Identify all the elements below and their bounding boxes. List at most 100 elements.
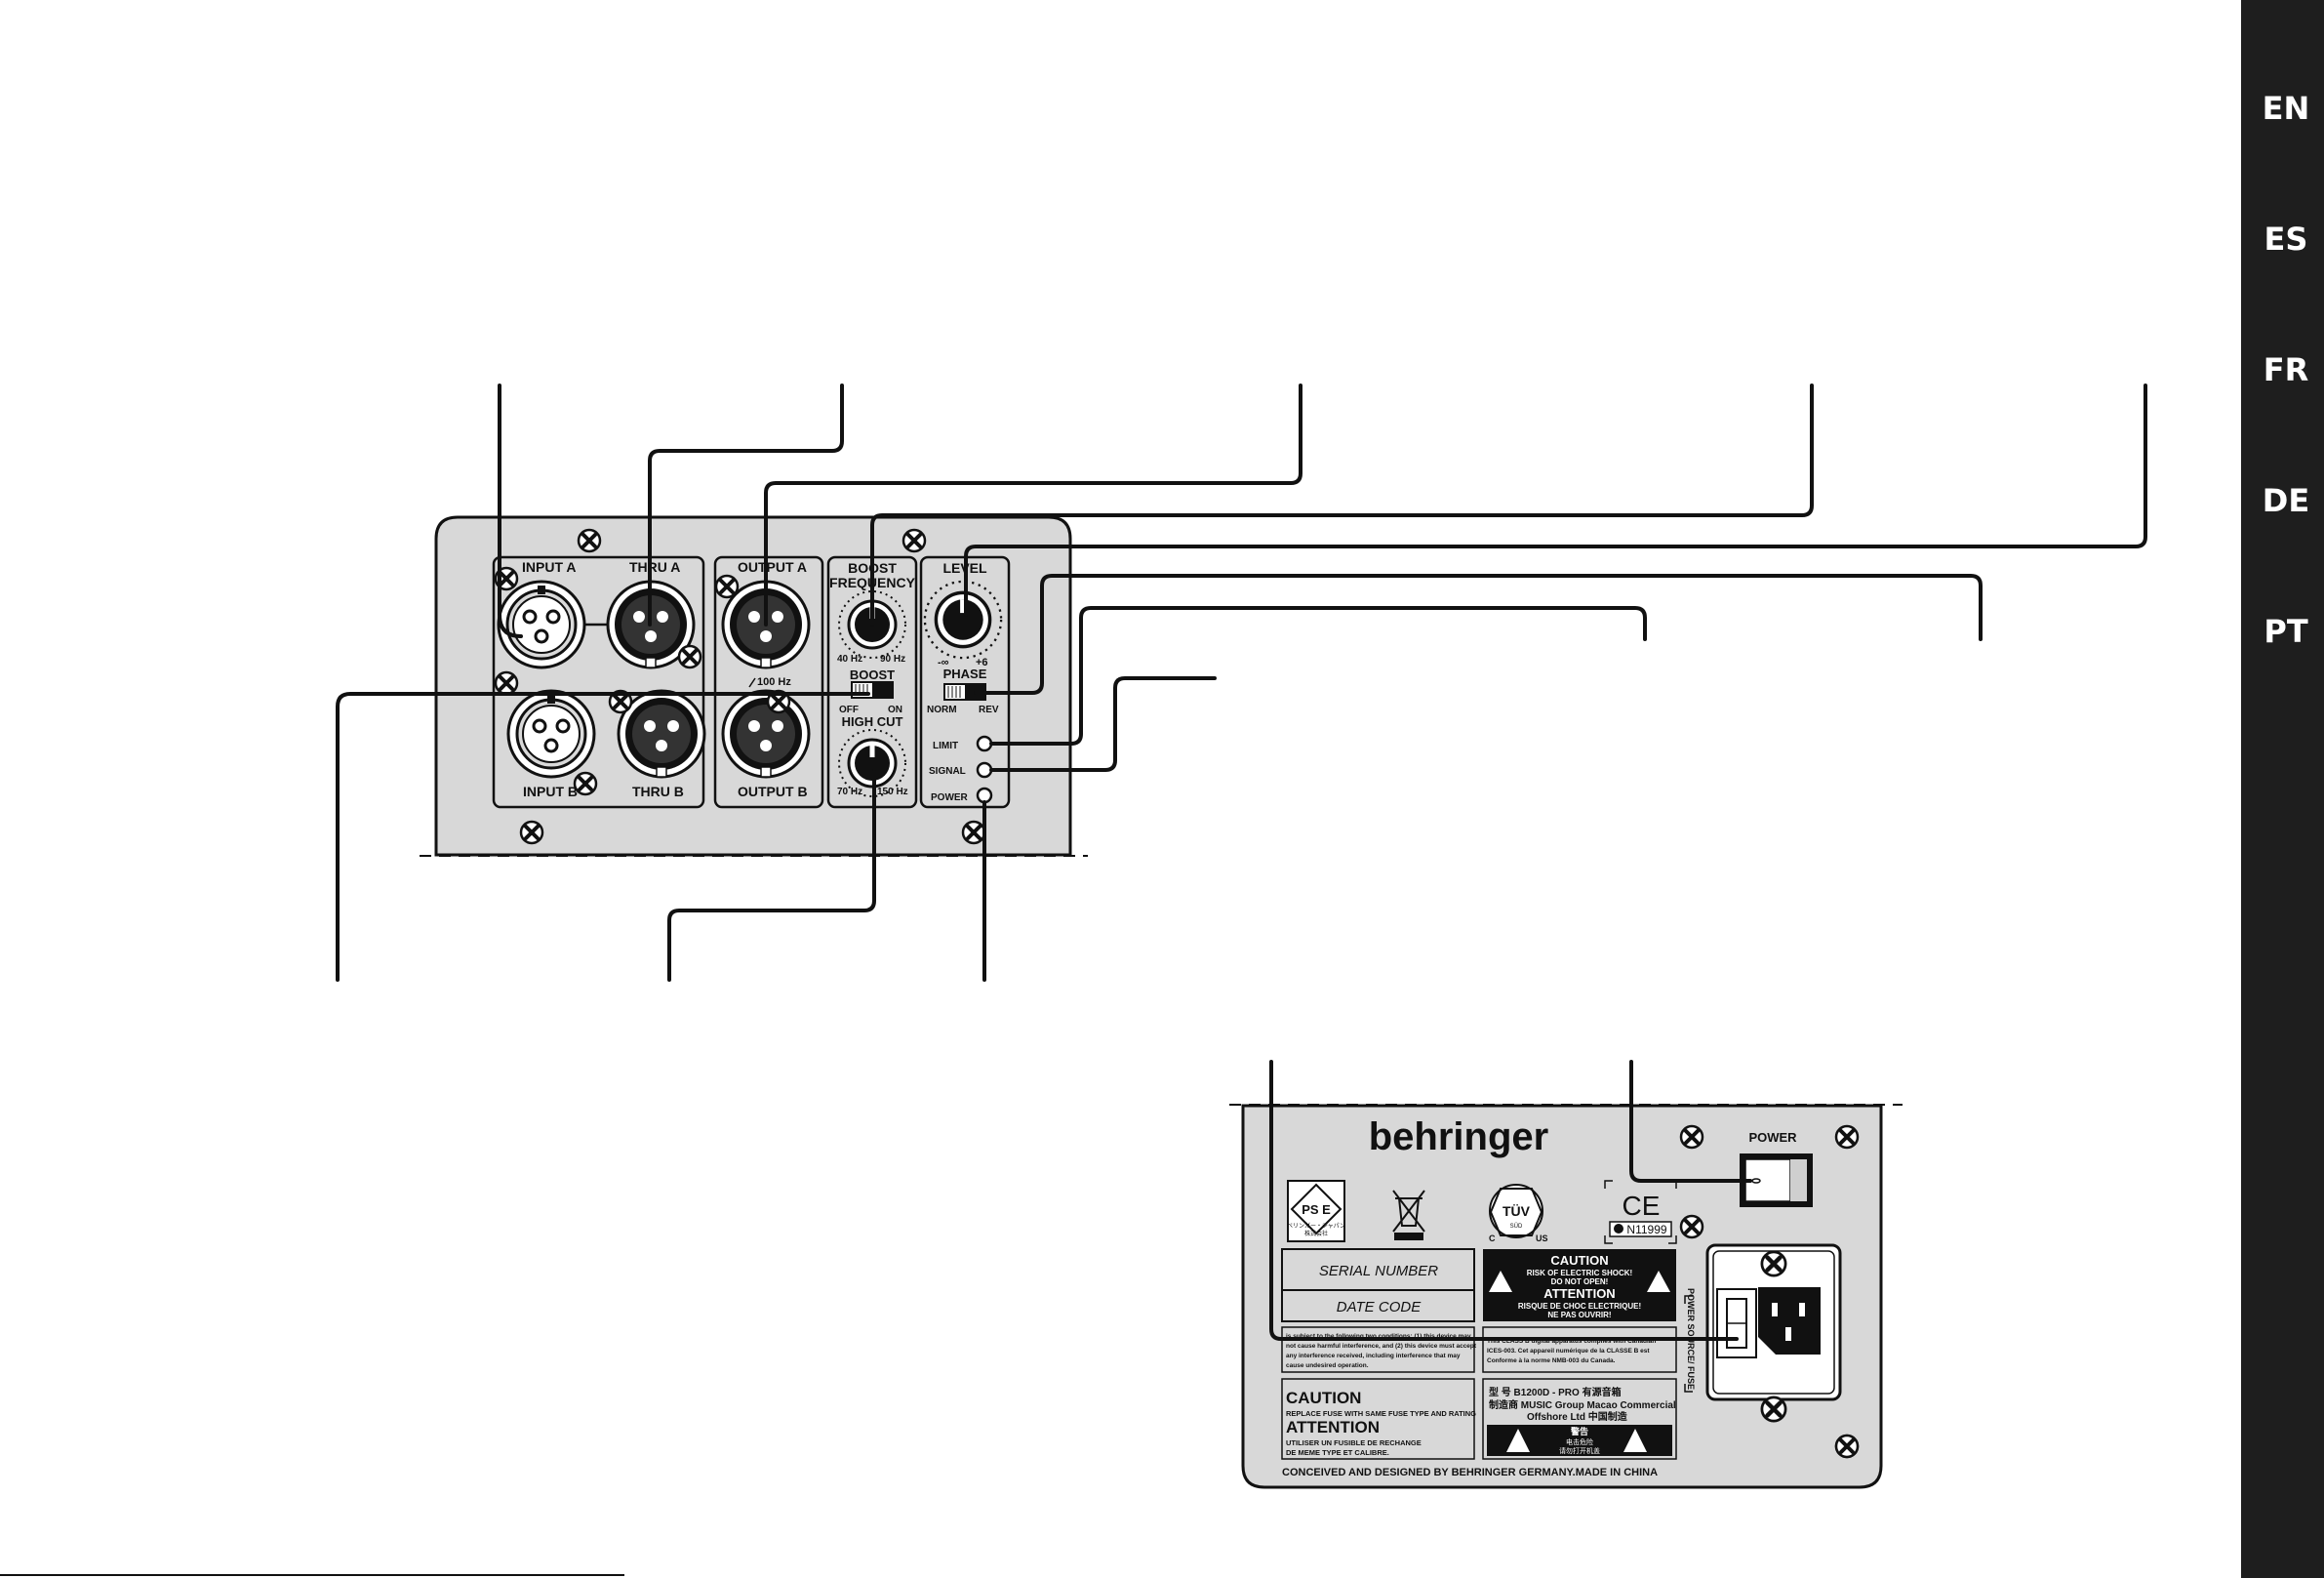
svg-text:型 号 B1200D - PRO 有源音箱: 型 号 B1200D - PRO 有源音箱 <box>1489 1386 1622 1398</box>
language-sidebar: EN ES FR DE PT <box>2241 0 2324 1578</box>
screw-icon <box>902 528 927 553</box>
screw-icon <box>1834 1124 1860 1150</box>
pse-mark: PS E ベリンガー・ジャパン 株式会社 <box>1287 1180 1345 1242</box>
svg-text:is subject to the following tw: is subject to the following two conditio… <box>1286 1333 1471 1340</box>
svg-text:ATTENTION: ATTENTION <box>1543 1286 1615 1301</box>
caution-warning-box: CAUTION RISK OF ELECTRIC SHOCK! DO NOT O… <box>1483 1249 1676 1321</box>
serial-date-box: SERIAL NUMBER DATE CODE <box>1281 1248 1475 1322</box>
fuse-caution-box: CAUTION REPLACE FUSE WITH SAME FUSE TYPE… <box>1281 1378 1476 1460</box>
svg-text:RISK OF ELECTRIC SHOCK!: RISK OF ELECTRIC SHOCK! <box>1527 1269 1632 1277</box>
language-tab-de[interactable]: DE <box>2263 482 2309 519</box>
input-a-jack[interactable] <box>497 580 586 669</box>
phase-switch[interactable] <box>943 683 986 701</box>
callout-thru-a <box>648 384 844 627</box>
svg-text:NE PAS OUVRIR!: NE PAS OUVRIR! <box>1547 1311 1611 1319</box>
screw-icon <box>677 644 702 669</box>
high-cut-title: HIGH CUT <box>842 714 903 729</box>
screw-icon <box>1834 1434 1860 1459</box>
language-tab-es[interactable]: ES <box>2264 221 2308 258</box>
output-b-jack[interactable] <box>721 689 811 779</box>
phase-title: PHASE <box>943 667 987 681</box>
svg-text:PS E: PS E <box>1302 1202 1331 1217</box>
boost-frequency-min: 40 Hz <box>837 654 862 665</box>
screw-icon <box>1762 1397 1785 1421</box>
callout-boost-frequency <box>870 384 1814 627</box>
svg-text:Offshore Ltd 中国制造: Offshore Ltd 中国制造 <box>1527 1410 1628 1423</box>
screw-icon <box>573 771 598 796</box>
svg-text:ATTENTION: ATTENTION <box>1286 1418 1380 1436</box>
power-led <box>976 787 993 804</box>
callout-lines-top <box>336 384 2147 982</box>
input-panel: INPUT A THRU A OUTPUT A INPUT B THRU B O… <box>336 384 2147 982</box>
svg-text:FR: FR <box>2264 351 2309 388</box>
signal-led <box>976 761 993 779</box>
svg-text:RISQUE DE CHOC ELECTRIQUE!: RISQUE DE CHOC ELECTRIQUE! <box>1518 1302 1641 1311</box>
language-tab-en[interactable]: EN <box>2241 78 2324 133</box>
svg-text:ベリンガー・ジャパン: ベリンガー・ジャパン <box>1287 1222 1345 1230</box>
language-tab-fr[interactable]: FR <box>2264 351 2309 388</box>
language-tab-pt[interactable]: PT <box>2264 613 2307 650</box>
callout-power-switch <box>1629 1060 1752 1183</box>
svg-text:not cause harmful interference: not cause harmful interference, and (2) … <box>1286 1343 1477 1350</box>
footer-text: CONCEIVED AND DESIGNED BY BEHRINGER GERM… <box>1282 1467 1658 1478</box>
label-thru-a: THRU A <box>629 559 680 575</box>
svg-text:C: C <box>1489 1234 1496 1243</box>
svg-text:CAUTION: CAUTION <box>1286 1389 1361 1407</box>
svg-text:请勿打开机盖: 请勿打开机盖 <box>1559 1446 1600 1455</box>
model-info-box: 型 号 B1200D - PRO 有源音箱 制造商 MUSIC Group Ma… <box>1482 1378 1677 1460</box>
power-led-label: POWER <box>931 792 969 803</box>
svg-text:any interference received, inc: any interference received, including int… <box>1286 1353 1461 1359</box>
iec-socket <box>1758 1287 1821 1355</box>
svg-text:Conforme à la norme NMB-003 du: Conforme à la norme NMB-003 du Canada. <box>1487 1357 1616 1364</box>
limit-label: LIMIT <box>933 741 958 751</box>
screw-icon <box>519 820 544 845</box>
phase-norm-label: NORM <box>927 705 957 715</box>
screw-icon <box>494 670 519 696</box>
power-inlet[interactable] <box>1705 1243 1842 1421</box>
svg-text:This CLASS B digital apparatus: This CLASS B digital apparatus complies … <box>1487 1338 1656 1345</box>
callout-fuse-holder <box>1269 1060 1739 1341</box>
sidebar-background <box>2241 0 2324 1578</box>
high-cut-min: 70 Hz <box>837 787 862 797</box>
screw-icon <box>1679 1124 1704 1150</box>
boost-off-label: OFF <box>839 705 859 715</box>
input-b-jack[interactable] <box>506 689 596 779</box>
callout-lines-bottom <box>1269 1060 1752 1341</box>
screw-icon <box>961 820 986 845</box>
brand-logo: behringer <box>1369 1115 1548 1158</box>
level-min: -∞ <box>938 657 949 668</box>
label-output-b: OUTPUT B <box>738 784 808 799</box>
callout-limit <box>989 606 1647 746</box>
date-code-label: DATE CODE <box>1337 1299 1422 1315</box>
svg-text:REPLACE FUSE WITH SAME FUSE TY: REPLACE FUSE WITH SAME FUSE TYPE AND RAT… <box>1286 1409 1476 1418</box>
callout-boost <box>336 692 870 982</box>
svg-text:PT: PT <box>2264 613 2307 650</box>
label-output-a: OUTPUT A <box>738 559 807 575</box>
callout-level <box>964 384 2147 617</box>
svg-text:US: US <box>1536 1234 1548 1243</box>
svg-text:UTILISER UN FUSIBLE DE RECHANG: UTILISER UN FUSIBLE DE RECHANGE <box>1286 1438 1422 1447</box>
fuse-holder[interactable] <box>1716 1288 1757 1358</box>
screw-icon <box>1762 1252 1785 1275</box>
power-panel: behringer POWER PS E ベリンガー・ジャパン 株式会社 <box>1229 1060 1903 1489</box>
callout-phase <box>974 574 1983 695</box>
label-100hz: 100 Hz <box>757 676 791 688</box>
weee-bin-icon <box>1392 1190 1425 1240</box>
svg-text:cause undesired operation.: cause undesired operation. <box>1286 1362 1369 1369</box>
svg-text:ICES-003. Cet appareil numériq: ICES-003. Cet appareil numérique de la C… <box>1487 1348 1650 1355</box>
high-cut-max: 150 Hz <box>877 787 908 797</box>
tuv-mark: TÜV SÜD C US <box>1489 1184 1548 1243</box>
limit-led <box>976 735 993 752</box>
callout-output-a <box>764 384 1302 627</box>
svg-text:SÜD: SÜD <box>1510 1223 1523 1230</box>
section-output <box>713 555 824 809</box>
svg-text:制造商 MUSIC Group Macao Commerc: 制造商 MUSIC Group Macao Commercial <box>1489 1398 1676 1411</box>
svg-text:ES: ES <box>2264 221 2308 258</box>
svg-text:EN: EN <box>2263 90 2310 127</box>
svg-text:株式会社: 株式会社 <box>1304 1230 1328 1237</box>
label-input-b: INPUT B <box>523 784 578 799</box>
callout-signal <box>989 676 1217 772</box>
signal-label: SIGNAL <box>929 766 966 777</box>
svg-text:电击危险: 电击危险 <box>1566 1437 1593 1446</box>
